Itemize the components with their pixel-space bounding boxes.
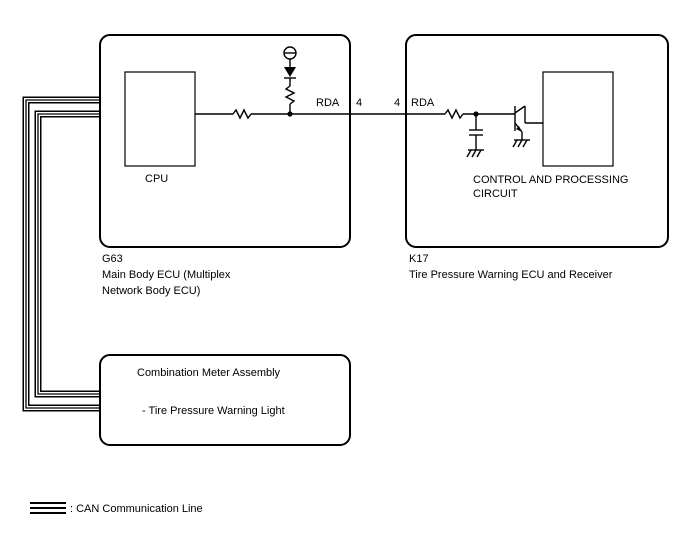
control-circuit-label-line2: CIRCUIT	[473, 188, 518, 200]
control-circuit-label-line1: CONTROL AND PROCESSING	[473, 174, 628, 186]
can-bus-line	[22, 96, 100, 412]
legend-label: : CAN Communication Line	[70, 503, 203, 515]
junction-dot	[287, 111, 293, 117]
g63-name-line2: Network Body ECU)	[102, 285, 200, 297]
cpu-label: CPU	[145, 173, 168, 185]
k17-name: Tire Pressure Warning ECU and Receiver	[409, 269, 613, 281]
diode-icon	[284, 67, 296, 77]
ground-icon	[466, 149, 484, 158]
main-body-ecu-box	[99, 34, 351, 248]
control-circuit-box	[542, 71, 614, 167]
ground-icon	[512, 139, 530, 148]
g63-pin-label: RDA	[316, 97, 340, 109]
g63-code: G63	[102, 253, 123, 265]
rda-signal-wire	[195, 108, 515, 120]
tire-pressure-warning-light-item: - Tire Pressure Warning Light	[142, 405, 285, 417]
k17-pin-label: RDA	[411, 97, 435, 109]
g63-pin-number: 4	[356, 97, 362, 109]
k17-pin-number: 4	[394, 97, 400, 109]
input-filter-circuit	[466, 111, 484, 158]
pull-up-circuit	[283, 46, 297, 117]
transistor-icon	[512, 105, 543, 148]
tire-pressure-ecu-box	[405, 34, 669, 248]
combination-meter-title: Combination Meter Assembly	[137, 367, 281, 379]
legend-can-line-swatch	[30, 502, 66, 514]
g63-name-line1: Main Body ECU (Multiplex	[102, 269, 231, 281]
k17-code: K17	[409, 253, 429, 265]
combination-meter-box	[99, 354, 351, 446]
cpu-box	[124, 71, 196, 167]
